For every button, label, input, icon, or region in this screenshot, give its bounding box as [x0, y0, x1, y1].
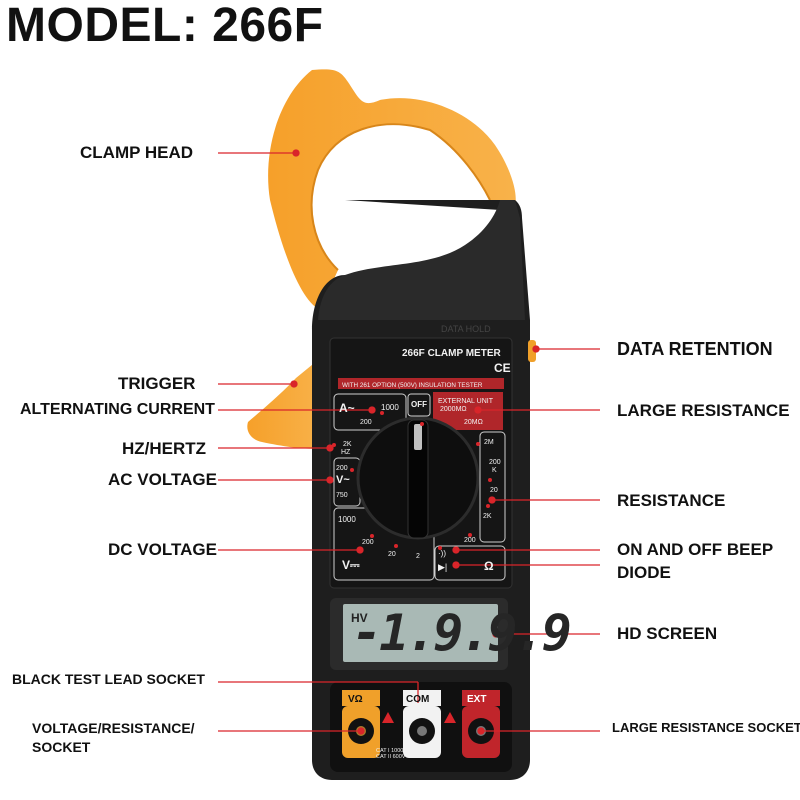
- device-text-20m: 20MΩ: [464, 419, 483, 426]
- data-hold-button: [528, 340, 536, 362]
- device-text-acv2: 750: [336, 492, 348, 499]
- device-text-cat2: CAT II 600V: [376, 754, 406, 760]
- label-clamp-head: CLAMP HEAD: [80, 143, 194, 162]
- device-text-cat1: CAT I 1000V: [376, 748, 407, 754]
- device-text-r2: 200: [489, 459, 501, 466]
- label-dc-voltage: DC VOLTAGE: [108, 540, 217, 559]
- device-text-datahold: DATA HOLD: [441, 324, 491, 334]
- device-text-name: 266F CLAMP METER: [402, 348, 501, 359]
- device-text-acurr: A~: [339, 401, 355, 415]
- label-trigger: TRIGGER: [118, 374, 196, 393]
- device-text-acr1: 1000: [381, 403, 399, 412]
- lcd-hv-indicator: HV: [351, 611, 368, 625]
- device-text-r1: 2M: [484, 439, 494, 446]
- label-beep: ON AND OFF BEEP: [617, 540, 774, 559]
- device-text-ext2: 2000MΩ: [440, 406, 467, 413]
- device-text-r4: 20: [490, 487, 498, 494]
- device-text-r3: K: [492, 467, 497, 474]
- lcd-reading: -1.9.9.9: [352, 604, 572, 662]
- device-text-insul: WITH 261 OPTION (500V) INSULATION TESTER: [342, 382, 483, 389]
- trigger: [247, 360, 322, 449]
- label-ac-voltage: AC VOLTAGE: [108, 470, 217, 489]
- device-text-dc2: 200: [362, 539, 374, 546]
- label-diode: DIODE: [617, 563, 671, 582]
- device-text-hz2: HZ: [341, 449, 351, 456]
- model-title: MODEL: 266F: [6, 0, 324, 52]
- device-text-diode: ▶|: [438, 562, 447, 572]
- device-text-ext: EXT: [467, 694, 486, 705]
- device-text-acv1: 200: [336, 465, 348, 472]
- lcd-screen: [343, 604, 498, 662]
- label-large-socket: LARGE RESISTANCE SOCKET: [612, 720, 800, 735]
- label-large-resistance: LARGE RESISTANCE: [617, 401, 790, 420]
- label-voltage-socket-2: SOCKET: [32, 739, 91, 755]
- device-text-dcv: V⎓: [342, 558, 360, 572]
- device-text-beep: ·)): [438, 549, 446, 558]
- label-data-retention: DATA RETENTION: [617, 339, 773, 359]
- label-alternating-current: ALTERNATING CURRENT: [20, 401, 215, 418]
- device-text-r5: 2K: [483, 513, 492, 520]
- device-text-com: COM: [406, 694, 429, 705]
- device-text-ce: CE: [494, 361, 511, 375]
- device-text-vohm: VΩ: [348, 694, 363, 705]
- device-text-dc1: 1000: [338, 515, 356, 524]
- device-text-acv: V~: [336, 474, 350, 486]
- leader-lines: [218, 149, 600, 735]
- label-resistance: RESISTANCE: [617, 491, 726, 510]
- device-text-acr2: 200: [360, 419, 372, 426]
- device-text-r6: 200: [464, 537, 476, 544]
- label-hd-screen: HD SCREEN: [617, 624, 718, 643]
- clamp-head: [268, 69, 516, 310]
- label-voltage-socket-1: VOLTAGE/RESISTANCE/: [32, 720, 195, 736]
- device-text-ohm: Ω: [484, 559, 494, 573]
- label-black-socket: BLACK TEST LEAD SOCKET: [12, 671, 205, 687]
- label-hz: HZ/HERTZ: [122, 439, 207, 458]
- device-text-off: OFF: [411, 400, 427, 409]
- device-text-dc3: 20: [388, 551, 396, 558]
- device-text-ext1: EXTERNAL UNIT: [438, 398, 494, 405]
- device-text-dc4: 2: [416, 553, 420, 560]
- device-text-hz1: 2K: [343, 441, 352, 448]
